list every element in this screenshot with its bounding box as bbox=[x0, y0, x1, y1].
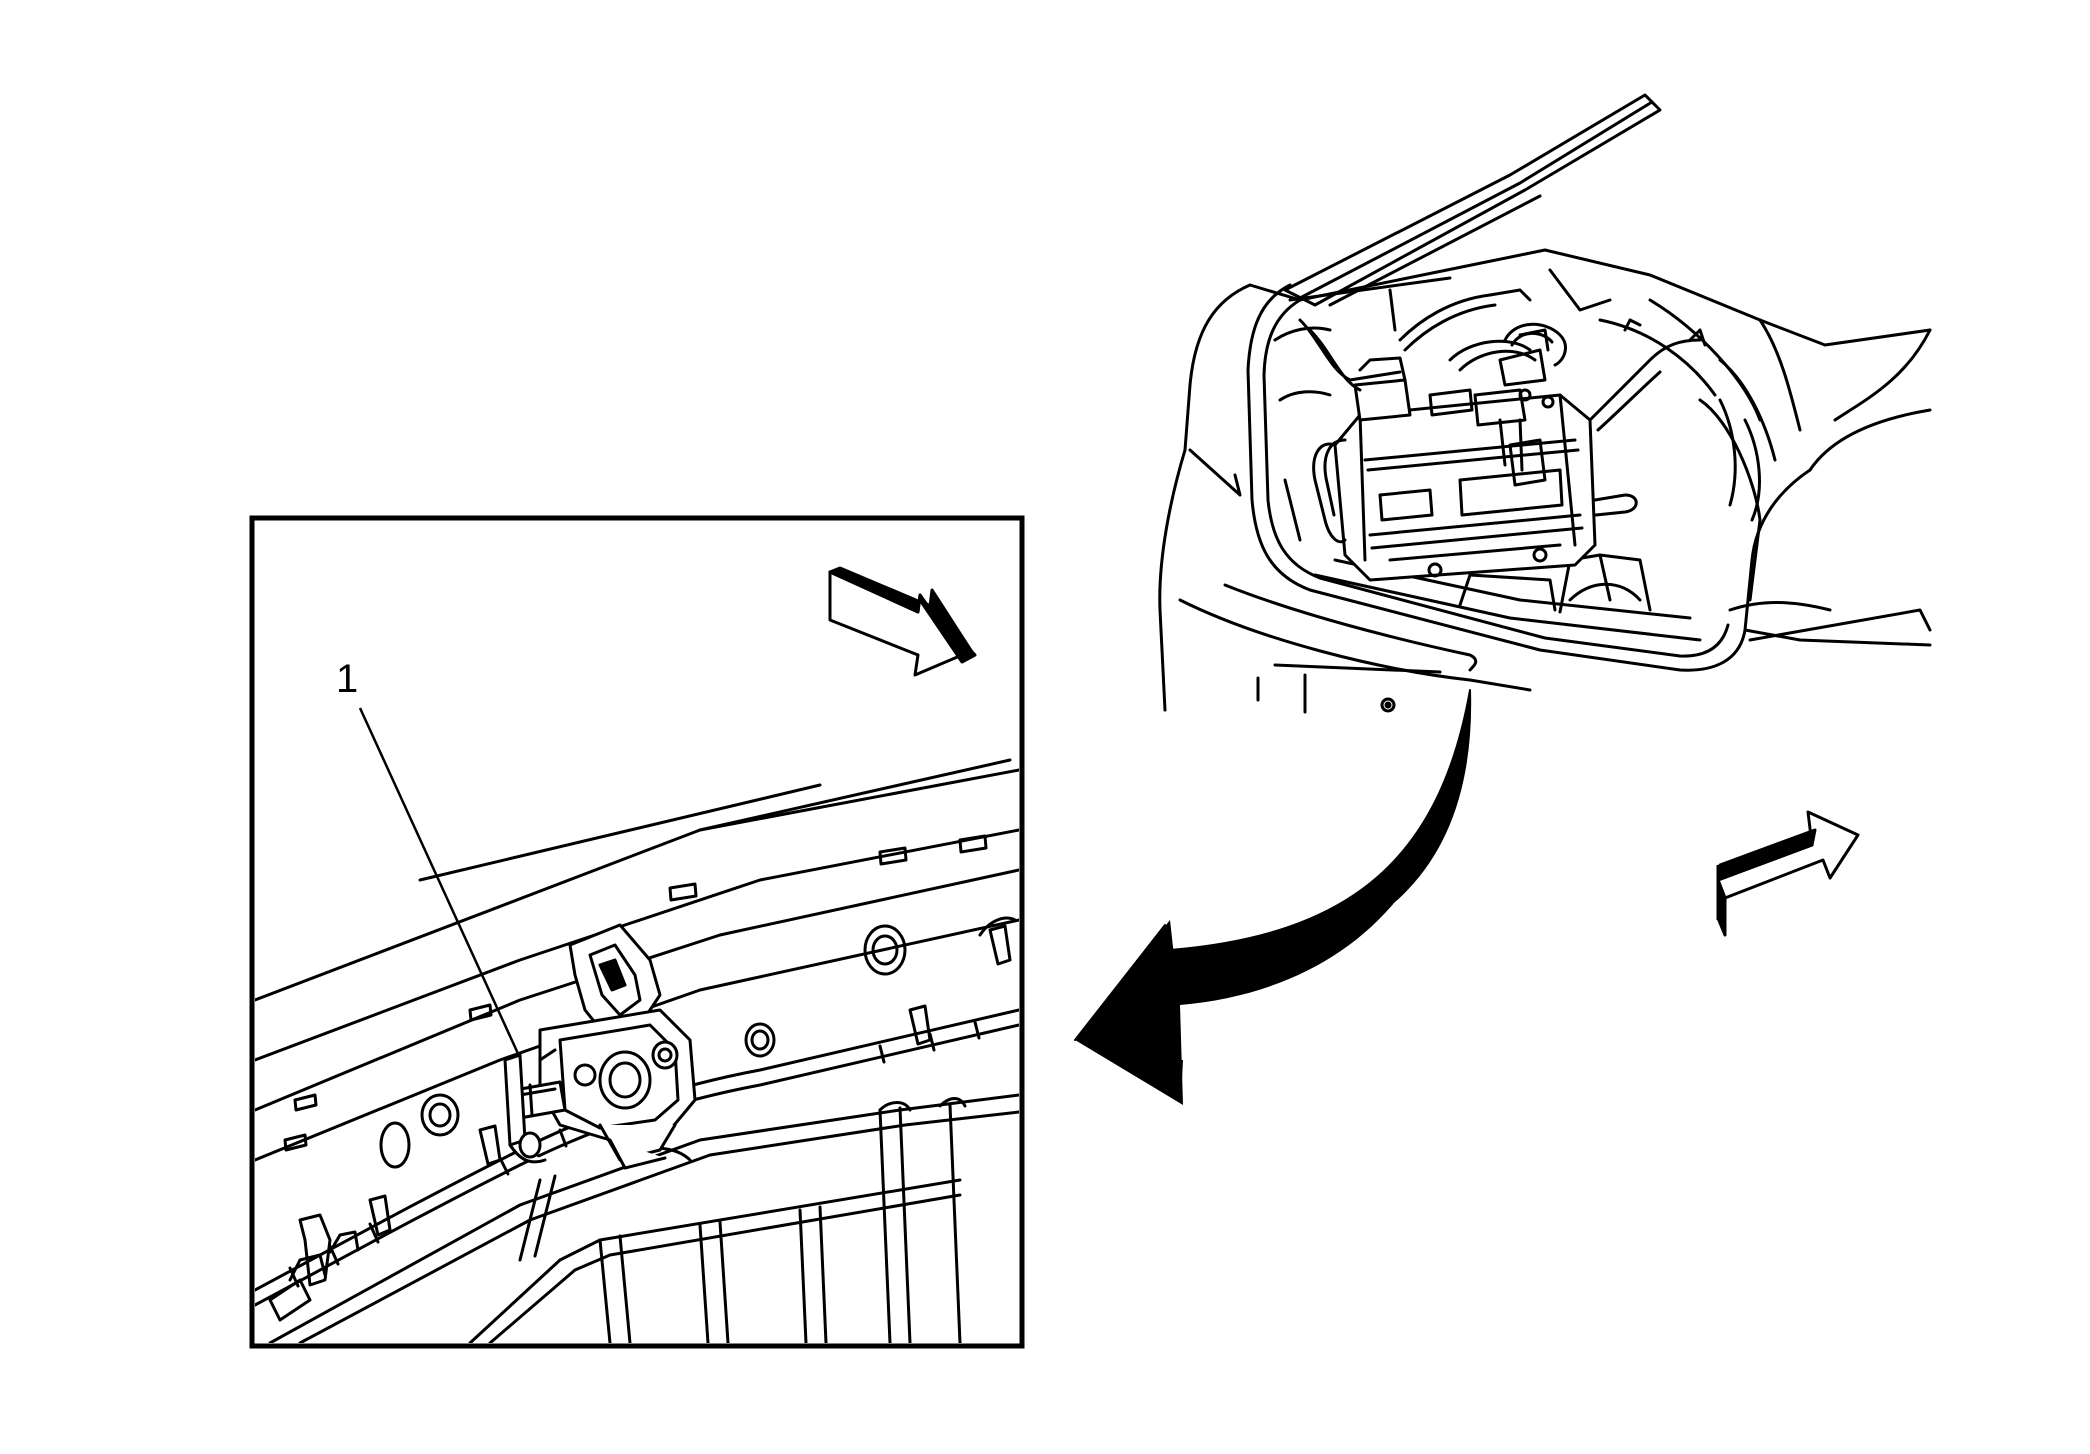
callout-leader-line bbox=[358, 707, 522, 1059]
detail-view-arrow-icon bbox=[1074, 689, 1472, 1105]
trunk-latch bbox=[503, 923, 697, 1170]
detail-inset: 1 bbox=[249, 515, 1025, 1349]
orientation-arrow-icon bbox=[828, 566, 977, 677]
vehicle-rear-view bbox=[1158, 93, 1932, 714]
orientation-arrow-icon bbox=[1716, 810, 1860, 937]
callout-label-1: 1 bbox=[336, 657, 358, 701]
